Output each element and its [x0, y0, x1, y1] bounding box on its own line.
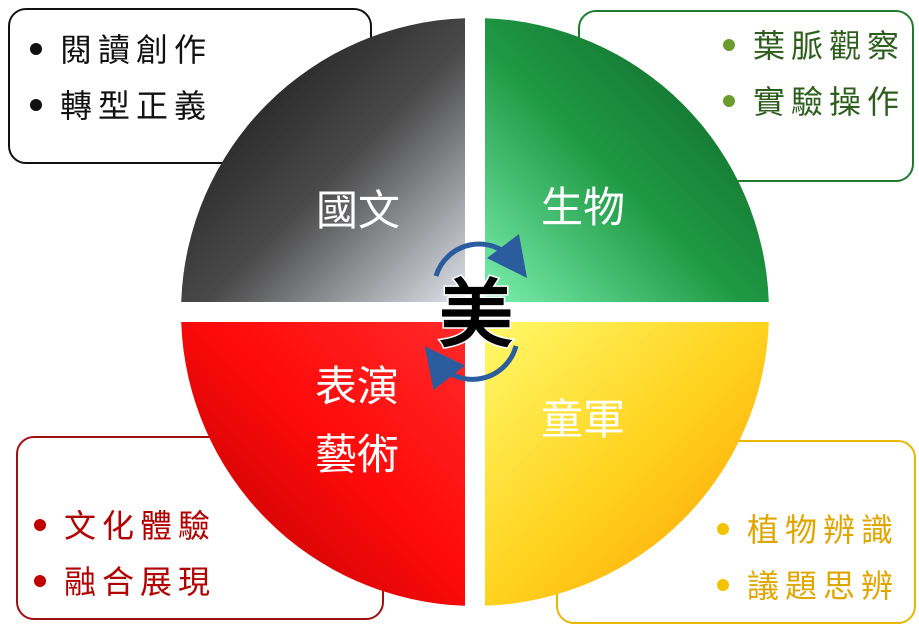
quadrant-top-left	[181, 18, 465, 302]
list-item-text: 融合展現	[64, 563, 217, 601]
callout-list-biology: 葉脈觀察 實驗操作	[722, 18, 905, 130]
callout-list-guowen: 閱讀創作 轉型正義	[30, 22, 212, 134]
center-character: 美	[439, 272, 513, 358]
bullet-icon	[716, 523, 729, 535]
list-item-text: 葉脈觀察	[752, 27, 905, 65]
cycle-arrow-bottom-icon	[424, 345, 519, 391]
callout-list-performing-arts: 文化體驗 融合展現	[34, 498, 216, 610]
list-item: 議題思辨	[716, 558, 899, 614]
bullet-icon	[30, 99, 42, 111]
quadrant-top-right	[485, 18, 769, 302]
quadrant-label-scouts: 童軍	[541, 395, 625, 444]
list-item: 植物辨識	[716, 502, 899, 558]
list-item-text: 轉型正義	[60, 87, 213, 125]
list-item: 文化體驗	[34, 498, 216, 554]
list-item-text: 植物辨識	[746, 511, 899, 549]
bullet-icon	[34, 575, 46, 587]
list-item: 融合展現	[34, 554, 216, 610]
list-item: 閱讀創作	[30, 22, 212, 78]
list-item-text: 文化體驗	[64, 507, 217, 545]
list-item: 轉型正義	[30, 78, 212, 134]
bullet-icon	[30, 43, 42, 55]
cycle-arrow-top-icon	[433, 233, 528, 278]
list-item-text: 議題思辨	[746, 567, 899, 605]
quadrant-bottom-right	[485, 322, 769, 606]
quadrant-label-performing-arts-line1: 表演	[315, 362, 399, 411]
bullet-icon	[722, 39, 735, 51]
list-item-text: 實驗操作	[752, 83, 905, 121]
list-item-text: 閱讀創作	[60, 31, 213, 69]
callout-list-scouts: 植物辨識 議題思辨	[716, 502, 899, 614]
bullet-icon	[722, 95, 735, 107]
quadrant-label-biology: 生物	[541, 183, 625, 232]
list-item: 實驗操作	[722, 74, 905, 130]
bullet-icon	[34, 519, 46, 531]
quadrant-label-performing-arts-line2: 藝術	[315, 430, 399, 479]
quadrant-label-guowen: 國文	[316, 186, 400, 235]
list-item: 葉脈觀察	[722, 18, 905, 74]
bullet-icon	[716, 579, 729, 591]
quadrant-bottom-left	[181, 322, 465, 606]
